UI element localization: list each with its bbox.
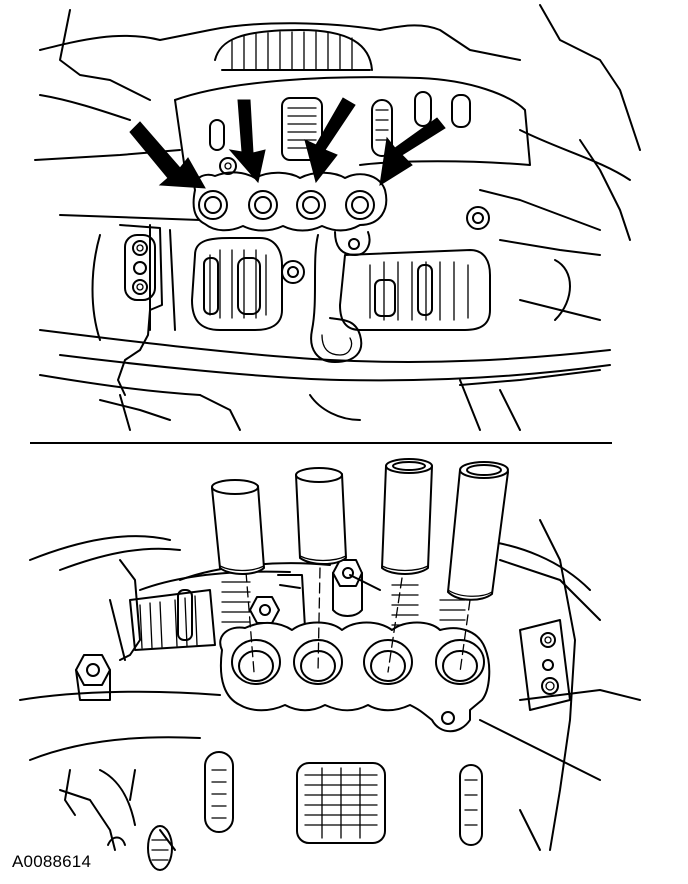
top-cover-plate bbox=[174, 76, 531, 171]
bottom-lower-details bbox=[107, 751, 483, 871]
top-panel bbox=[34, 4, 641, 431]
top-grill bbox=[214, 29, 373, 71]
top-bores bbox=[198, 190, 375, 220]
bore-4 bbox=[345, 190, 375, 220]
top-gasket-loop bbox=[310, 234, 363, 363]
alignment-tool-1 bbox=[211, 479, 265, 673]
arrow-4 bbox=[379, 117, 446, 186]
alignment-tool-2 bbox=[295, 467, 347, 673]
nut-standoff bbox=[332, 559, 363, 617]
top-left-chamber bbox=[191, 237, 283, 331]
top-right-chamber bbox=[339, 249, 491, 331]
alignment-tool-4 bbox=[447, 461, 509, 673]
top-arrows bbox=[129, 97, 446, 189]
bore-4 bbox=[435, 639, 485, 685]
bore-1 bbox=[198, 190, 228, 220]
bottom-bores bbox=[231, 639, 485, 685]
top-housing bbox=[34, 4, 641, 431]
arrow-3 bbox=[304, 97, 356, 184]
bore-3 bbox=[296, 190, 326, 220]
bore-2 bbox=[248, 190, 278, 220]
arrow-1 bbox=[129, 121, 206, 189]
top-manifold bbox=[192, 157, 388, 256]
bottom-housing bbox=[19, 519, 641, 851]
alignment-tool-3 bbox=[381, 458, 433, 673]
top-left-bracket bbox=[117, 224, 163, 396]
bottom-inner-grill bbox=[221, 574, 466, 629]
nut-center bbox=[249, 596, 280, 624]
bottom-right-fitting bbox=[519, 619, 571, 711]
bore-1 bbox=[231, 639, 281, 685]
bottom-manifold bbox=[219, 621, 491, 733]
bore-3 bbox=[363, 639, 413, 685]
bottom-panel bbox=[19, 458, 641, 871]
bottom-nuts bbox=[75, 559, 363, 701]
top-center-bolt bbox=[281, 260, 305, 284]
figure-caption: A0088614 bbox=[12, 852, 92, 871]
bottom-tools bbox=[211, 458, 509, 673]
arrow-2 bbox=[228, 99, 266, 184]
top-right-bolt bbox=[466, 206, 490, 230]
bottom-left-grill bbox=[129, 589, 216, 651]
nut-left bbox=[75, 654, 111, 701]
